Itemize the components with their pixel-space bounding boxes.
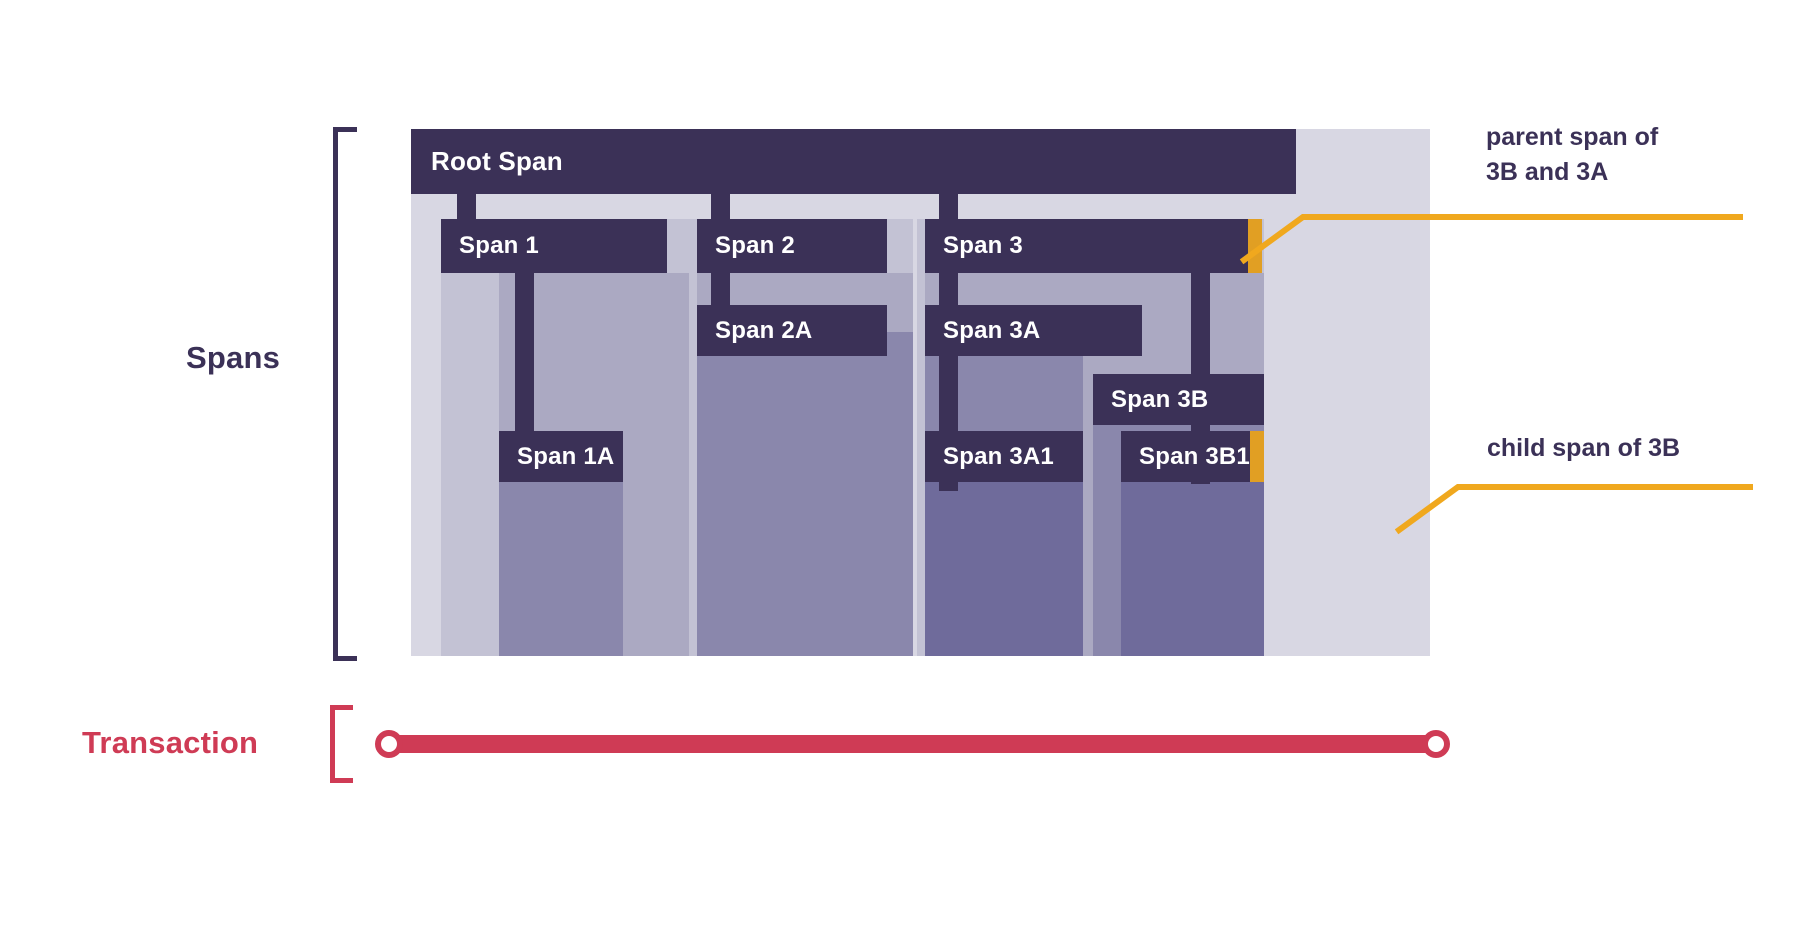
span-label-span2a: Span 2A: [715, 316, 813, 344]
spans-section-label: Spans: [186, 340, 281, 375]
span-label-span3b: Span 3B: [1111, 385, 1209, 413]
connector-span3-to-span3b: [1191, 247, 1210, 413]
span-label-span1a: Span 1A: [517, 442, 615, 470]
span-label-root: Root Span: [431, 146, 563, 176]
span-bar-span3a1[interactable]: Span 3A1: [925, 431, 1083, 482]
span-bar-span3b[interactable]: Span 3B: [1093, 374, 1264, 425]
span-label-span1: Span 1: [459, 232, 539, 259]
child-span-highlight-marker: [1250, 431, 1264, 482]
span-bar-span2[interactable]: Span 2: [697, 219, 887, 273]
span3b1-region-background: [1121, 469, 1264, 656]
span2a-region-background: [697, 332, 913, 656]
span-bar-span1[interactable]: Span 1: [441, 219, 667, 273]
transaction-section-label: Transaction: [82, 725, 259, 760]
transaction-start-dot[interactable]: [375, 730, 403, 758]
span-bar-span3[interactable]: Span 3: [925, 219, 1262, 273]
span-bar-root[interactable]: Root Span: [411, 129, 1296, 194]
span3a1-region-background: [925, 482, 1083, 656]
transaction-bar[interactable]: [388, 735, 1440, 753]
span-bar-span1a[interactable]: Span 1A: [499, 431, 623, 482]
parent-span-highlight-marker: [1248, 219, 1262, 273]
span-bar-span3b1[interactable]: Span 3B1: [1121, 431, 1264, 482]
span-label-span3a: Span 3A: [943, 316, 1041, 344]
span-label-span3a1: Span 3A1: [943, 442, 1054, 470]
parent-callout-leader-line: [1239, 214, 1743, 265]
span-label-span3b1: Span 3B1: [1139, 442, 1250, 470]
span-bar-span2a[interactable]: Span 2A: [697, 305, 887, 356]
child-callout-text: child span of 3B: [1487, 434, 1681, 462]
parent-callout-text: parent span of 3B and 3A: [1486, 123, 1659, 186]
spans-bracket: [333, 127, 357, 661]
span-label-span2: Span 2: [715, 232, 795, 259]
child-callout-leader-line: [1394, 484, 1753, 535]
transaction-end-dot[interactable]: [1422, 730, 1450, 758]
spans-panel: Root Span Span 1 Span 1A Span 2 Span 2A …: [411, 129, 1430, 656]
span-bar-span3a[interactable]: Span 3A: [925, 305, 1142, 356]
transaction-bracket: [330, 705, 353, 783]
span-label-span3: Span 3: [943, 232, 1023, 259]
connector-span1-to-span1a: [515, 247, 534, 437]
